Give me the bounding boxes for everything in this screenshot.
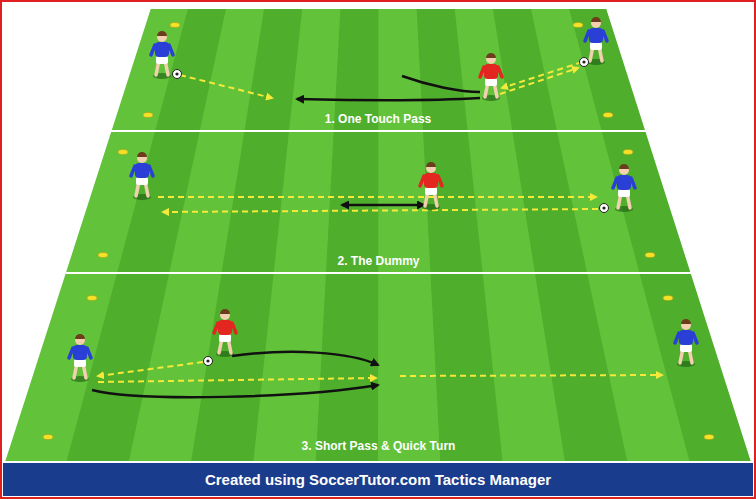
pitch-stripe	[129, 8, 265, 462]
drill-zone: 2. The Dummy	[111, 134, 646, 269]
pitch-stripe	[531, 8, 690, 462]
drill-zone: 3. Short Pass & Quick Turn	[66, 276, 691, 454]
pitch-stripe	[378, 8, 440, 462]
drill-zone: 1. One Touch Pass	[150, 10, 606, 127]
caption-text: Created using SoccerTutor.com Tactics Ma…	[3, 463, 753, 496]
zone-title: 1. One Touch Pass	[150, 111, 606, 127]
zone-title: 2. The Dummy	[111, 253, 646, 269]
zone-title: 3. Short Pass & Quick Turn	[66, 438, 691, 454]
